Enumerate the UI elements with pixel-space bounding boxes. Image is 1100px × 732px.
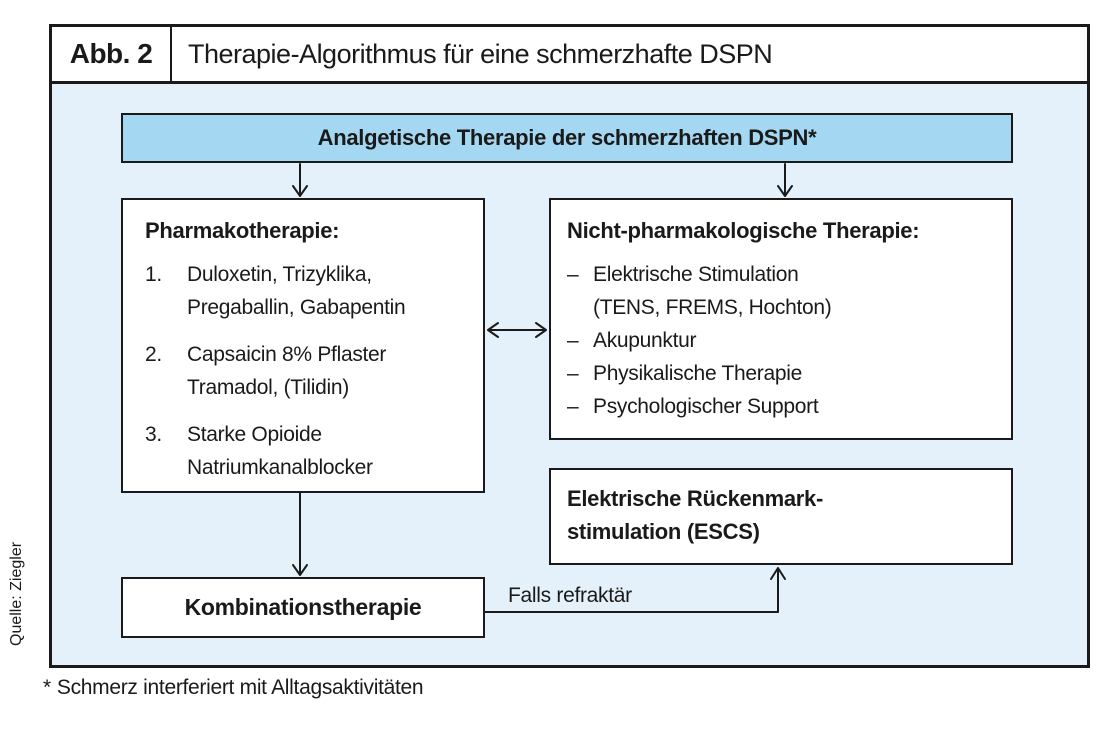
non-pharmacological-heading: Nicht-pharmakologische Therapie: xyxy=(567,218,920,243)
escs-line: Elektrische Rückenmark- xyxy=(567,486,824,511)
item-text: Capsaicin 8% Pflaster xyxy=(187,343,387,366)
figure-frame: Abb. 2 Therapie-Algorithmus für eine sch… xyxy=(49,24,1090,668)
node-non-pharmacological: Nicht-pharmakologische Therapie: – Elekt… xyxy=(549,198,1013,440)
figure-number-label: Abb. 2 xyxy=(52,27,172,81)
arrowhead-pharma-to-kombi xyxy=(292,564,308,576)
item-text: Pregaballin, Gabapentin xyxy=(187,296,406,319)
escs-line: stimulation (ESCS) xyxy=(567,519,760,544)
non-pharmacological-list: – Elektrische Stimulation (TENS, FREMS, … xyxy=(567,258,997,423)
footnote-text: Schmerz interferiert mit Alltagsaktivitä… xyxy=(56,676,424,699)
item-text: Psychologischer Support xyxy=(593,395,819,418)
item-text: Tramadol, (Tilidin) xyxy=(187,376,349,399)
item-text: Natriumkanalblocker xyxy=(187,456,373,479)
pharmacotherapy-list: 1. Duloxetin, Trizyklika, Pregaballin, G… xyxy=(145,258,463,484)
arrowhead-root-to-pharma xyxy=(292,185,308,197)
item-dash: – xyxy=(567,362,579,385)
item-dash: – xyxy=(567,263,579,286)
item-dash: – xyxy=(567,329,579,352)
list-item: – Elektrische Stimulation (TENS, FREMS, … xyxy=(567,258,997,324)
source-credit: Quelle: Ziegler xyxy=(8,541,25,646)
list-item: 1. Duloxetin, Trizyklika, Pregaballin, G… xyxy=(145,258,463,324)
item-text: Akupunktur xyxy=(593,329,697,352)
list-item: 2. Capsaicin 8% Pflaster Tramadol, (Tili… xyxy=(145,338,463,404)
flowchart-canvas: Analgetische Therapie der schmerzhaften … xyxy=(52,84,1087,665)
item-text: Starke Opioide xyxy=(187,423,322,446)
footnote: * Schmerz interferiert mit Alltagsaktivi… xyxy=(43,676,424,700)
list-item: – Akupunktur xyxy=(567,324,997,357)
item-number: 3. xyxy=(145,423,162,446)
node-pharmacotherapy: Pharmakotherapie: 1. Duloxetin, Trizykli… xyxy=(121,198,485,493)
item-number: 2. xyxy=(145,343,162,366)
figure-title: Therapie-Algorithmus für eine schmerzhaf… xyxy=(188,38,773,69)
arrowhead-right xyxy=(535,322,547,338)
item-dash: – xyxy=(567,395,579,418)
node-spinal-cord-stimulation: Elektrische Rückenmark- stimulation (ESC… xyxy=(549,468,1013,565)
node-combination-therapy: Kombinationstherapie xyxy=(121,577,485,638)
item-text: Physikalische Therapie xyxy=(593,362,802,385)
footnote-marker: * xyxy=(43,676,51,699)
pharmacotherapy-heading: Pharmakotherapie: xyxy=(145,218,340,243)
item-text: Elektrische Stimulation xyxy=(593,263,799,286)
item-number: 1. xyxy=(145,263,162,286)
figure-header: Abb. 2 Therapie-Algorithmus für eine sch… xyxy=(52,27,1087,84)
arrowhead-root-to-nonpharma xyxy=(777,185,793,197)
connector-label-falls-refraktaer: Falls refraktär xyxy=(508,584,632,607)
arrowhead-left xyxy=(487,322,499,338)
arrowhead-kombi-to-escs xyxy=(770,567,786,580)
item-text: Duloxetin, Trizyklika, xyxy=(187,263,372,286)
list-item: 3. Starke Opioide Natriumkanalblocker xyxy=(145,418,463,484)
node-analgesic-therapy: Analgetische Therapie der schmerzhaften … xyxy=(121,113,1013,163)
item-text: (TENS, FREMS, Hochton) xyxy=(593,296,832,319)
list-item: – Physikalische Therapie xyxy=(567,357,997,390)
list-item: – Psychologischer Support xyxy=(567,390,997,423)
